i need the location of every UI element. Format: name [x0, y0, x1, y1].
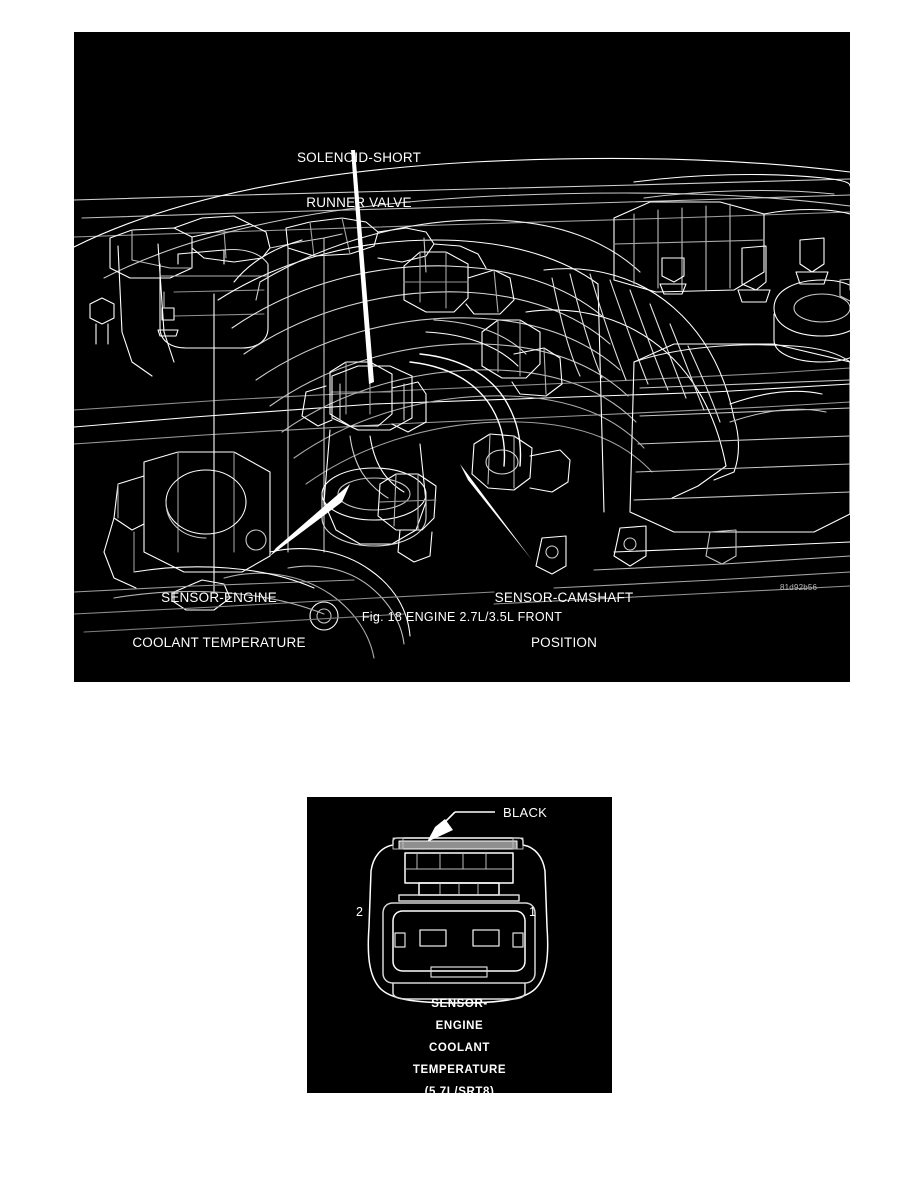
figure-18-caption: Fig. 18 ENGINE 2.7L/3.5L FRONT	[361, 610, 563, 624]
connector-caption-line: (5.7L/SRT8)	[424, 1086, 495, 1093]
figure-image-code: 81d92b56	[780, 583, 818, 592]
pin-number-1: 1	[529, 905, 536, 919]
callout-sensor-camshaft-position: SENSOR-CAMSHAFT POSITION	[464, 560, 664, 680]
connector-caption-line: TEMPERATURE	[412, 1064, 507, 1076]
connector-caption-line: SENSOR-	[431, 998, 488, 1010]
figure-18-panel: SOLENOID-SHORT RUNNER VALVE SENSOR-ENGIN…	[74, 32, 850, 682]
leader-solenoid	[351, 150, 374, 384]
callout-line-1: SOLENOID-SHORT	[296, 150, 422, 165]
callout-solenoid-short-runner-valve: SOLENOID-SHORT RUNNER VALVE	[274, 120, 444, 240]
pin-number-2: 2	[356, 905, 363, 919]
connector-caption-line: COOLANT	[428, 1042, 491, 1054]
engine-line-art	[74, 32, 850, 682]
connector-figure-panel: BLACK 2 1 SENSOR- ENGINE COOLANT TEMPERA…	[307, 797, 612, 1093]
callout-line-1: SENSOR-ENGINE	[161, 590, 277, 605]
black-arrowhead	[427, 819, 453, 842]
connector-line-art	[307, 797, 612, 1093]
callout-line-2: RUNNER VALVE	[306, 195, 412, 210]
callout-line-2: POSITION	[530, 635, 598, 650]
callout-line-1: SENSOR-CAMSHAFT	[494, 590, 634, 605]
callout-sensor-engine-coolant-temperature: SENSOR-ENGINE COOLANT TEMPERATURE	[94, 560, 344, 680]
leader-ect	[270, 484, 350, 556]
wire-color-label: BLACK	[503, 805, 548, 820]
terminal-cavity-2	[419, 929, 447, 947]
callout-line-2: COOLANT TEMPERATURE	[132, 635, 306, 650]
connector-caption-line: ENGINE	[435, 1020, 484, 1032]
connector-caption: SENSOR- ENGINE COOLANT TEMPERATURE (5.7L…	[307, 993, 612, 1093]
terminal-cavity-1	[472, 929, 500, 947]
leader-cmp	[460, 464, 532, 560]
